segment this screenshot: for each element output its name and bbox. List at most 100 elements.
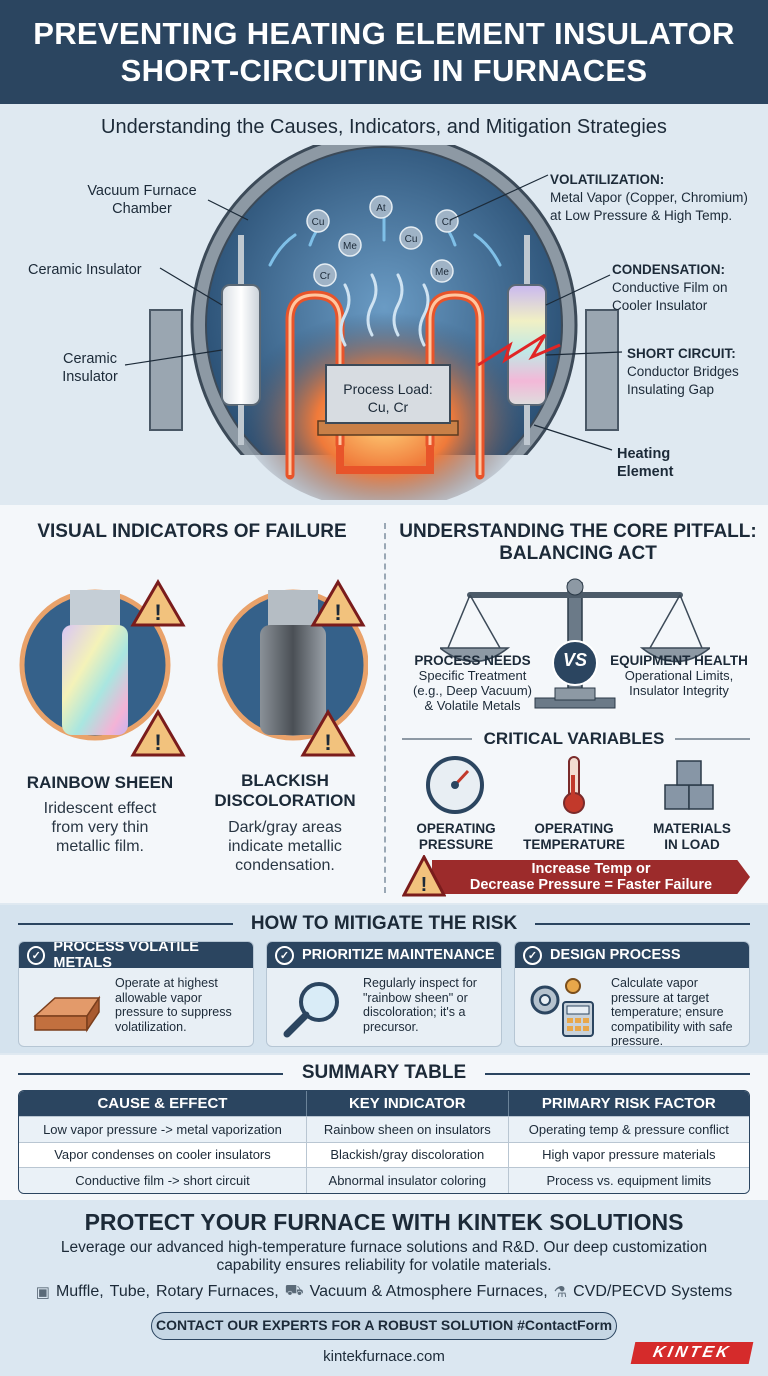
product-item[interactable]: Muffle, xyxy=(55,1282,104,1300)
vapor-atom-3: Cr xyxy=(442,217,453,228)
table-cell: Rainbow sheen on insulators xyxy=(306,1116,509,1142)
footer-title: PROTECT YOUR FURNACE WITH KINTEK SOLUTIO… xyxy=(84,1209,684,1235)
table-row: Low vapor pressure -> metal vaporization… xyxy=(19,1116,749,1142)
process-load-label: Process Load:Cu, Cr xyxy=(343,381,433,415)
warning-icon: ! xyxy=(402,855,446,897)
website-link[interactable]: kintekfurnace.com xyxy=(323,1348,445,1365)
product-item[interactable]: Vacuum & Atmosphere Furnaces, xyxy=(309,1282,548,1300)
furnace-icon: ▣ xyxy=(35,1283,50,1301)
svg-text:!: ! xyxy=(421,874,428,896)
contact-experts-button[interactable]: CONTACT OUR EXPERTS FOR A ROBUST SOLUTIO… xyxy=(151,1312,617,1340)
summary-rule-right xyxy=(485,1073,750,1075)
product-list: ▣ Muffle, Tube, Rotary Furnaces, ⛟ Vacuu… xyxy=(0,1282,768,1301)
card-title: DESIGN PROCESS xyxy=(550,947,681,963)
footer-description: Leverage our advanced high-temperature f… xyxy=(60,1239,708,1274)
vapor-atom-5: Cu xyxy=(405,234,418,245)
summary-table: CAUSE & EFFECT KEY INDICATOR PRIMARY RIS… xyxy=(18,1090,750,1194)
variables-rule-right xyxy=(675,738,750,740)
footer-section: PROTECT YOUR FURNACE WITH KINTEK SOLUTIO… xyxy=(0,1200,768,1376)
ceramic-insulator-label-top: Ceramic Insulator xyxy=(28,262,142,278)
gear-calculator-icon xyxy=(530,978,594,1037)
table-cell: High vapor pressure materials xyxy=(508,1141,749,1167)
vapor-atom-4: Me xyxy=(343,241,357,252)
copper-ingot-icon xyxy=(33,995,101,1033)
pitfall-title: UNDERSTANDING THE CORE PITFALL:BALANCING… xyxy=(399,521,757,564)
svg-text:!: ! xyxy=(154,730,161,755)
svg-text:!: ! xyxy=(324,730,331,755)
furnace-diagram: Cu At Cr Me Cu Cr Me Process Load:Cu, Cr… xyxy=(0,131,768,519)
table-cell: Vapor condenses on cooler insulators xyxy=(19,1141,307,1167)
card-body: Regularly inspect for "rainbow sheen" or… xyxy=(363,976,477,1034)
table-cell: Blackish/gray discoloration xyxy=(306,1141,509,1167)
column-header: CAUSE & EFFECT xyxy=(19,1091,307,1116)
table-cell: Process vs. equipment limits xyxy=(508,1167,749,1193)
svg-text:!: ! xyxy=(154,600,161,625)
product-item[interactable]: CVD/PECVD Systems xyxy=(573,1282,733,1300)
checkmark-icon: ✓ xyxy=(275,945,294,965)
checkmark-icon: ✓ xyxy=(523,945,542,965)
variables-rule-left xyxy=(402,738,472,740)
card-title: PROCESS VOLATILE METALS xyxy=(53,941,199,971)
column-header: KEY INDICATOR xyxy=(306,1091,509,1116)
table-cell: Low vapor pressure -> metal vaporization xyxy=(19,1116,307,1142)
table-cell: Abnormal insulator coloring xyxy=(306,1167,509,1193)
vapor-atom-1: Cu xyxy=(312,217,325,228)
cvd-system-icon: ⚗ xyxy=(553,1283,568,1301)
column-header: PRIMARY RISK FACTOR xyxy=(508,1091,749,1116)
table-cell: Operating temp & pressure conflict xyxy=(508,1116,749,1142)
balance-scale-icon xyxy=(440,578,710,709)
table-row: Vapor condenses on cooler insulators Bla… xyxy=(19,1141,749,1167)
mitigate-rule-right xyxy=(535,923,750,925)
mitigate-rule-left xyxy=(18,923,233,925)
mitigation-card-volatile-metals: ✓ PROCESS VOLATILE METALS Operate at high… xyxy=(18,941,254,1047)
vacuum-furnace-icon: ⛟ xyxy=(284,1282,304,1299)
mitigation-section: HOW TO MITIGATE THE RISK ✓ PROCESS VOLATI… xyxy=(0,905,768,1053)
product-item[interactable]: Tube, xyxy=(109,1282,150,1300)
mitigation-card-design-process: ✓ DESIGN PROCESS Calculate vapor pressure… xyxy=(514,941,750,1047)
card-body: Operate at highest allowable vapor press… xyxy=(115,976,232,1034)
kintek-logo: KINTEK xyxy=(630,1342,754,1364)
svg-text:!: ! xyxy=(334,600,341,625)
table-row: Conductive film -> short circuit Abnorma… xyxy=(19,1167,749,1193)
summary-rule-left xyxy=(18,1073,283,1075)
checkmark-icon: ✓ xyxy=(27,945,46,965)
mitigation-title: HOW TO MITIGATE THE RISK xyxy=(250,913,518,934)
mitigation-card-maintenance: ✓ PRIORITIZE MAINTENANCE Regularly inspec… xyxy=(266,941,502,1047)
card-body: Calculate vapor pressure at target tempe… xyxy=(611,976,733,1047)
product-item[interactable]: Rotary Furnaces, xyxy=(156,1282,279,1300)
indicators-and-pitfall-section: VISUAL INDICATORS OF FAILURE !!!! RAINBO… xyxy=(0,505,768,903)
vapor-atom-6: Cr xyxy=(320,271,331,282)
vs-badge: VS xyxy=(562,650,587,670)
rainbow-sheen-title: RAINBOW SHEEN xyxy=(26,773,174,792)
critical-variables-title: CRITICAL VARIABLES xyxy=(483,729,665,748)
table-cell: Conductive film -> short circuit xyxy=(19,1167,307,1193)
variable-icons xyxy=(426,756,714,814)
vapor-atom-7: Me xyxy=(435,267,449,278)
page-subtitle: Understanding the Causes, Indicators, an… xyxy=(101,116,667,138)
summary-section: SUMMARY TABLE CAUSE & EFFECT KEY INDICAT… xyxy=(0,1055,768,1200)
indicators-title: VISUAL INDICATORS OF FAILURE xyxy=(37,521,347,542)
section-divider xyxy=(384,523,386,893)
vapor-atom-2: At xyxy=(376,203,386,214)
magnifier-icon xyxy=(283,982,339,1038)
furnace-illustration: Cu At Cr Me Cu Cr Me xyxy=(124,131,623,519)
indicator-illustrations: !!!! xyxy=(19,579,368,757)
summary-title: SUMMARY TABLE xyxy=(301,1062,467,1083)
card-title: PRIORITIZE MAINTENANCE xyxy=(302,947,495,963)
